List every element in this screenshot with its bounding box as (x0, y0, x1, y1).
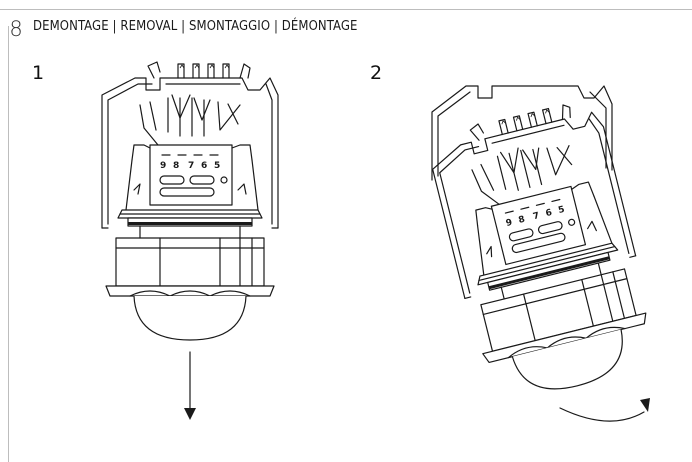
section-number: 8 (9, 17, 23, 41)
step-1-label: 1 (32, 62, 45, 84)
curved-arrow-icon (559, 398, 650, 422)
step-2-label: 2 (370, 62, 383, 84)
arrow-down-icon (184, 351, 196, 420)
top-divider (0, 9, 692, 10)
bracket-step-2 (431, 85, 613, 181)
device-illustration-step-1 (101, 61, 279, 341)
device-illustration-step-2 (424, 94, 664, 408)
section-title: DEMONTAGE | REMOVAL | SMONTAGGIO | DÉMON… (33, 19, 358, 34)
left-divider (8, 26, 9, 462)
